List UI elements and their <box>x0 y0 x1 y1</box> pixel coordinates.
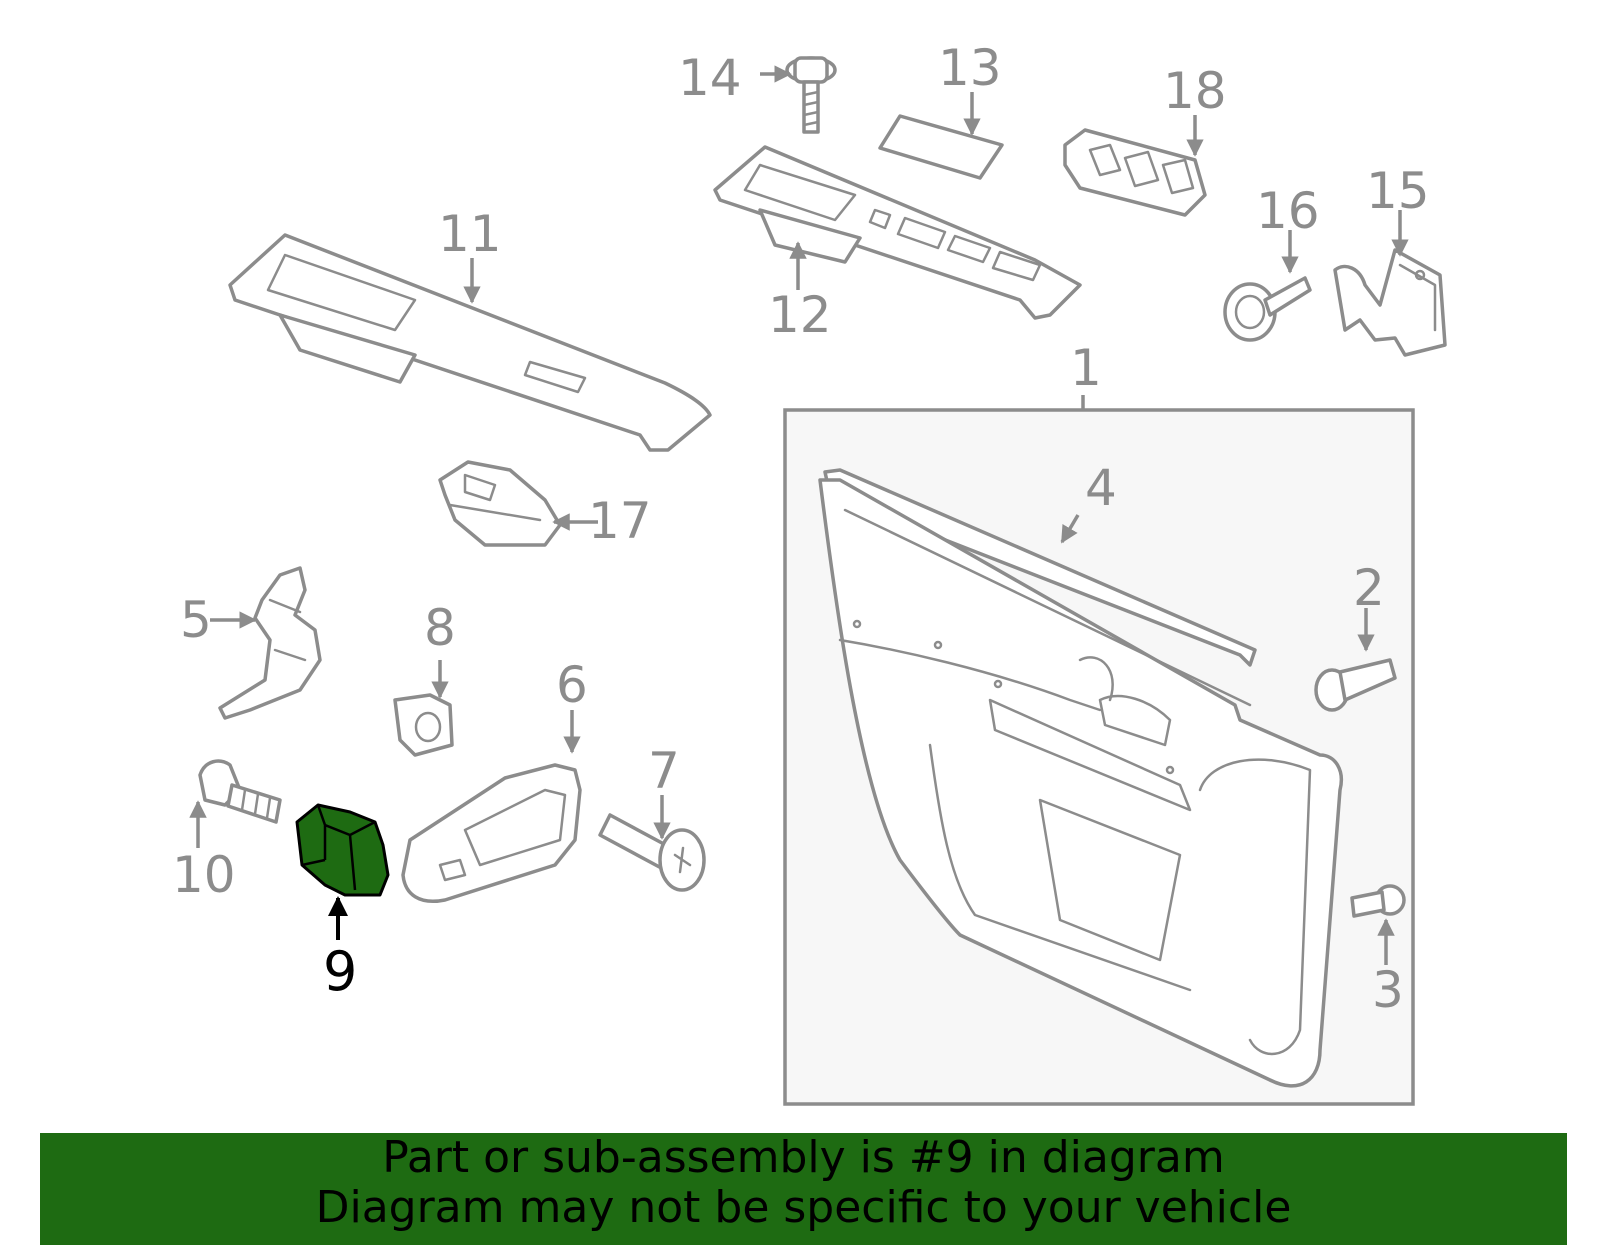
clip-8[interactable] <box>393 693 454 757</box>
callout-1: 1 <box>1070 339 1102 397</box>
callout-7: 7 <box>648 742 680 800</box>
screw-16[interactable] <box>1223 276 1312 342</box>
info-banner: Part or sub-assembly is #9 in diagram Di… <box>40 1133 1567 1245</box>
callout-14: 14 <box>678 49 742 107</box>
label-13[interactable] <box>878 114 1004 180</box>
banner-line-1: Part or sub-assembly is #9 in diagram <box>382 1132 1225 1183</box>
screw-7[interactable] <box>598 813 706 892</box>
callout-15: 15 <box>1366 162 1430 220</box>
handle-bezel-6[interactable] <box>401 763 582 903</box>
callout-12: 12 <box>768 286 832 344</box>
screw-10[interactable] <box>198 759 282 824</box>
callout-18: 18 <box>1163 62 1227 120</box>
bolt-14[interactable] <box>785 56 837 134</box>
callout-17: 17 <box>588 492 652 550</box>
callout-4: 4 <box>1085 459 1117 517</box>
callout-13: 13 <box>938 39 1002 97</box>
callout-16: 16 <box>1256 182 1320 240</box>
window-switch-bezel-12[interactable] <box>713 145 1082 320</box>
banner-line-2: Diagram may not be specific to your vehi… <box>315 1182 1292 1233</box>
callout-11: 11 <box>438 205 502 263</box>
callout-9: 9 <box>323 940 357 1003</box>
callout-5: 5 <box>180 591 212 649</box>
switch-17[interactable] <box>438 460 562 547</box>
screw-3[interactable] <box>1350 884 1406 918</box>
window-switch-18[interactable] <box>1063 128 1207 217</box>
callout-2: 2 <box>1353 559 1385 617</box>
clip-2[interactable] <box>1314 658 1397 712</box>
callout-10: 10 <box>172 846 236 904</box>
window-switch-bezel-11[interactable] <box>228 233 712 452</box>
callout-8: 8 <box>424 599 456 657</box>
handle-5[interactable] <box>218 566 322 720</box>
part-9-highlighted[interactable] <box>295 803 390 897</box>
door-panel-assembly[interactable] <box>783 395 1415 1106</box>
bracket-15[interactable] <box>1333 248 1447 357</box>
callout-6: 6 <box>556 656 588 714</box>
callout-3: 3 <box>1372 961 1404 1019</box>
